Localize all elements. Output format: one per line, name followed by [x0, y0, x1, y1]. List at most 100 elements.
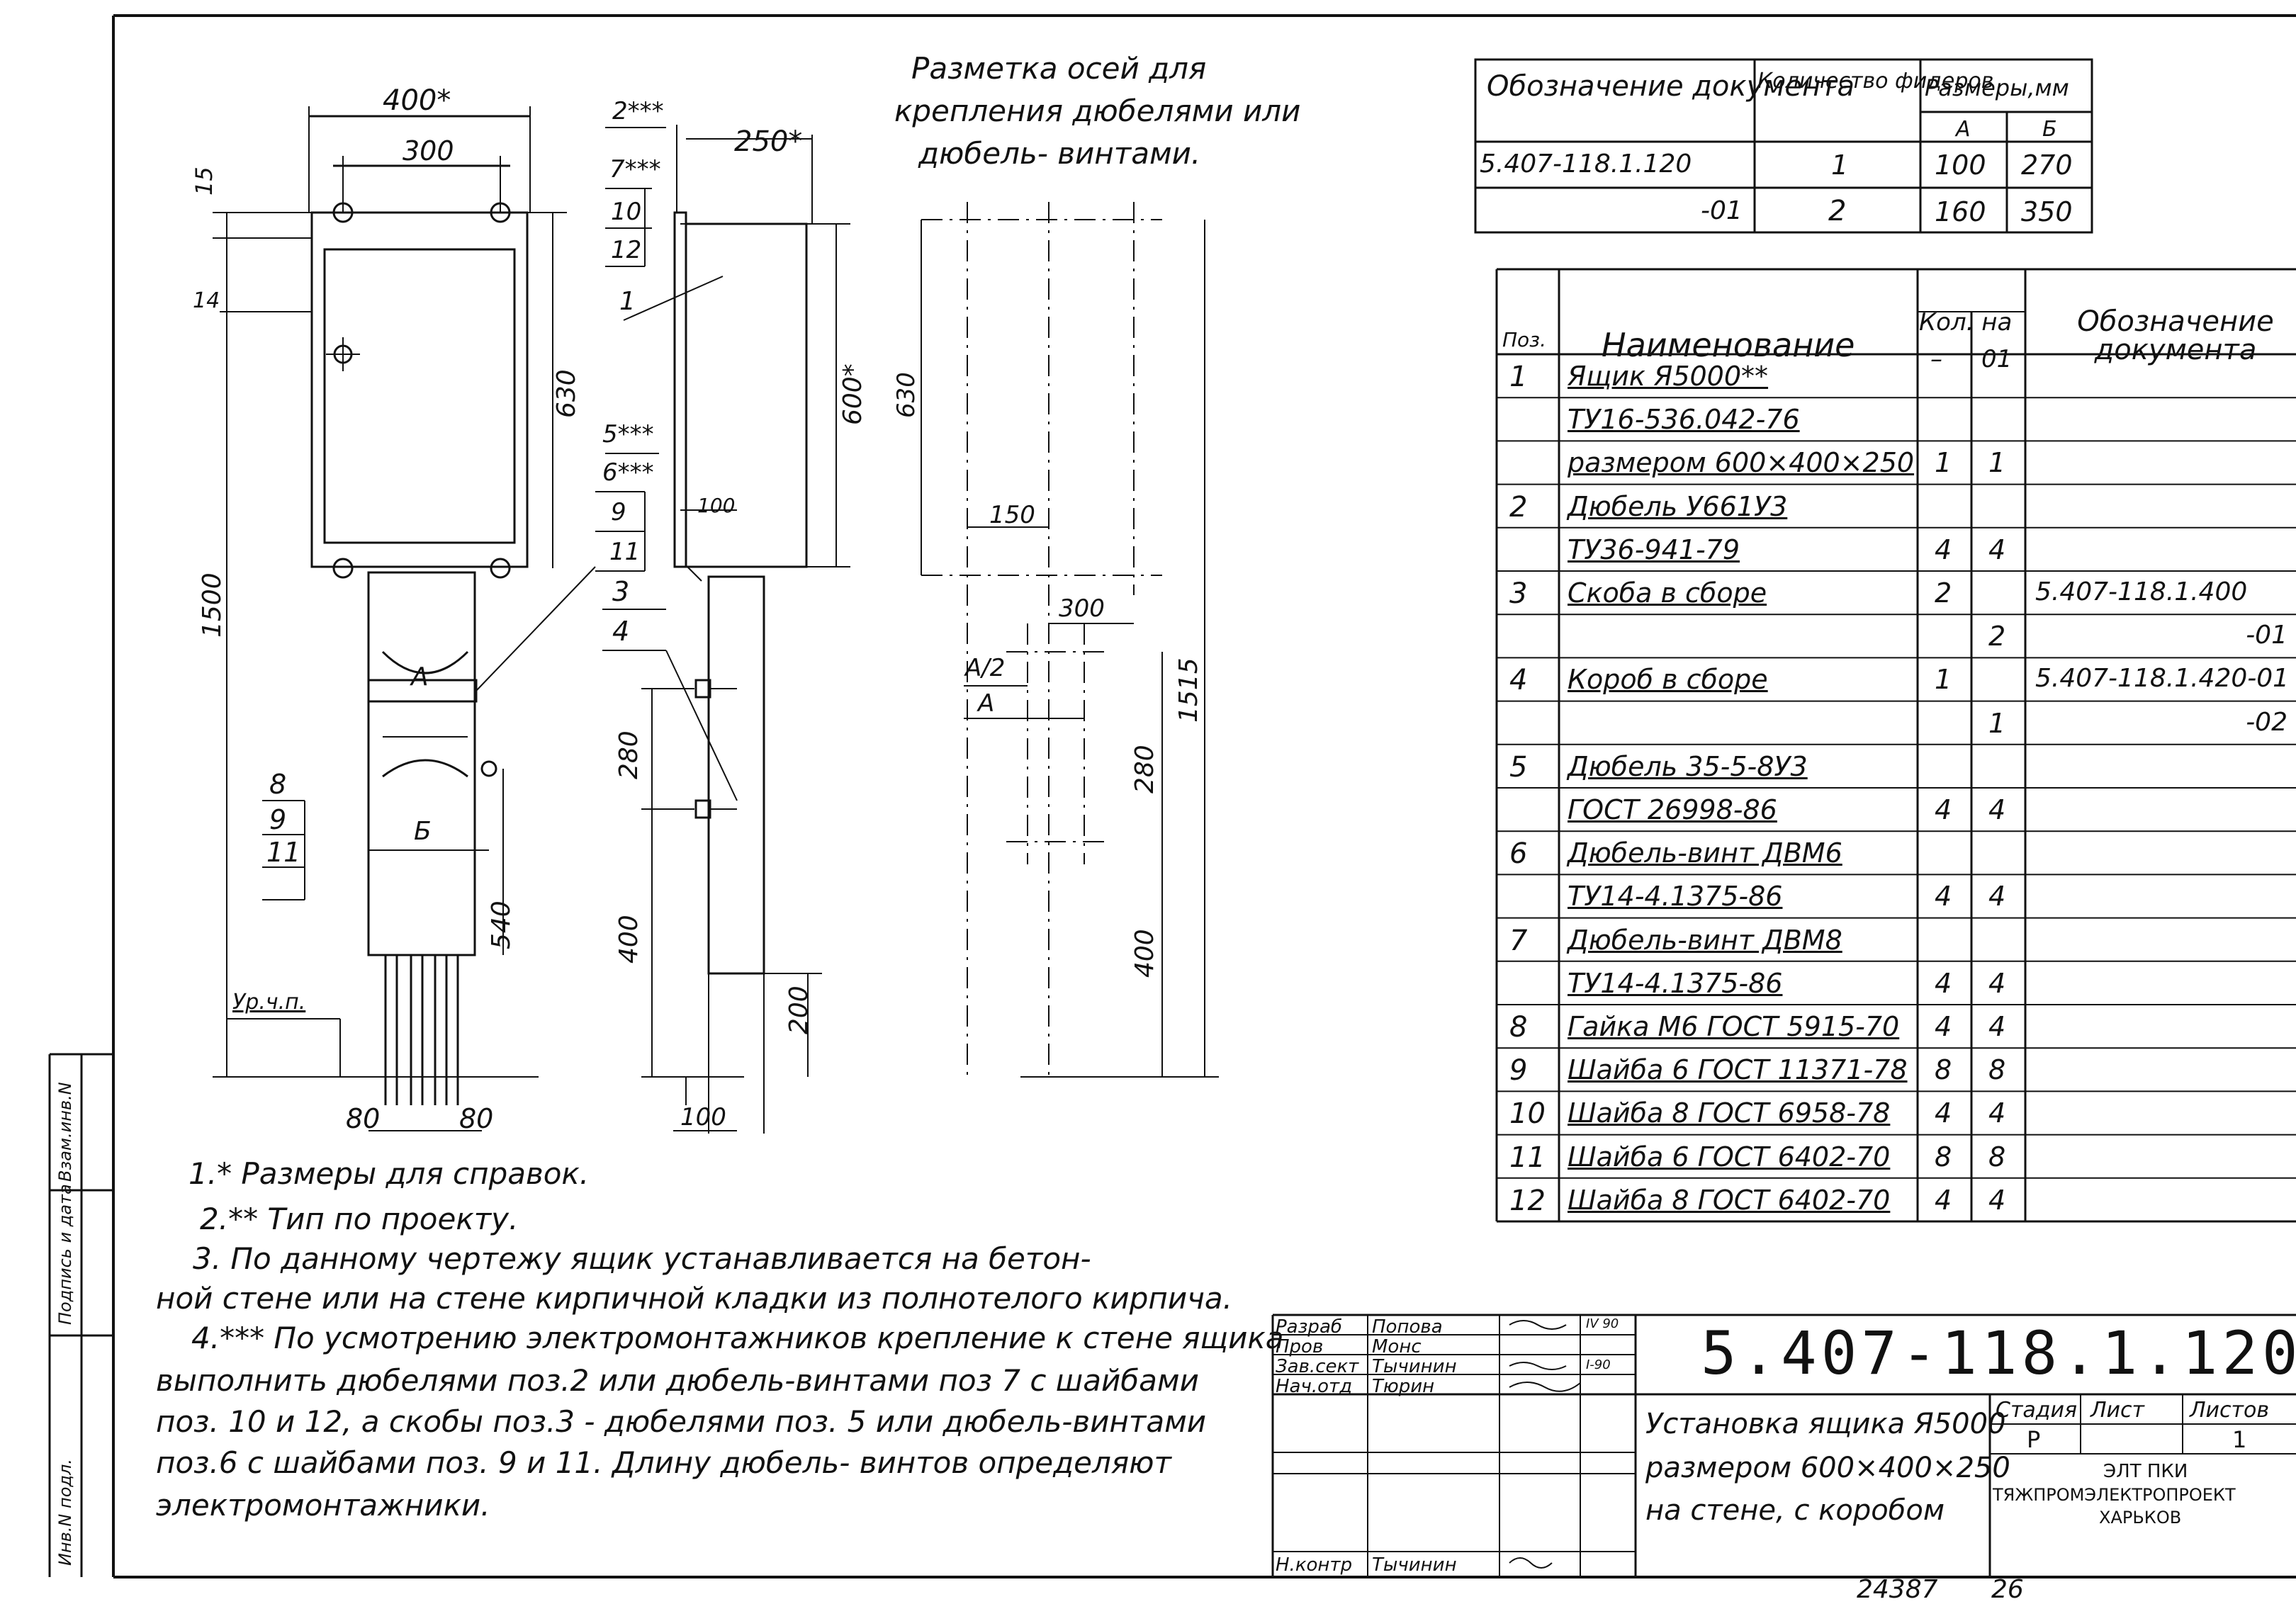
callout-item-3: 3 [612, 576, 630, 607]
variants-row2-doc: -01 [1701, 196, 1743, 225]
dim-duct-offset: 100 [697, 494, 736, 517]
dim-duct-280: 280 [614, 730, 643, 779]
date-2: I-90 [1586, 1357, 1611, 1372]
variants-row1-b: 270 [2021, 149, 2073, 181]
spec-q2-12: 4 [1988, 881, 2006, 913]
axes-title-2: крепления дюбелями или [894, 94, 1301, 128]
org-line-3: ХАРЬКОВ [2099, 1508, 2182, 1527]
callout-left-2: 9 [269, 804, 287, 835]
spec-header-pos: Поз. [1502, 328, 1546, 351]
callout-left-1: 8 [269, 769, 287, 800]
note-line-0: 1.* Размеры для справок. [188, 1156, 590, 1191]
spec-q1-14: 4 [1935, 967, 1952, 999]
variants-row2-b: 350 [2021, 196, 2073, 227]
variants-sub-b: Б [2042, 117, 2057, 142]
axes-w300: 300 [1059, 594, 1105, 623]
spec-name-5: Скоба в сборе [1568, 577, 1767, 609]
callout-left-3: 11 [266, 837, 301, 868]
spec-q1-2: 1 [1935, 447, 1952, 479]
axes-h400: 400 [1130, 929, 1159, 978]
axes-a: A [978, 689, 995, 718]
dim-height-duct: 540 [487, 900, 516, 949]
spec-pos-0: 1 [1509, 361, 1528, 393]
spec-name-9: Дюбель 35-5-8У3 [1568, 750, 1808, 782]
variants-row2-a: 160 [1935, 196, 1986, 227]
spec-pos-15: 8 [1509, 1011, 1528, 1044]
note-line-7: поз.6 с шайбами поз. 9 и 11. Длину дюбел… [156, 1445, 1171, 1480]
spec-name-2: размером 600×400×250 [1568, 447, 1915, 479]
spec-header-qty-a: – [1930, 345, 1942, 373]
spec-q1-19: 4 [1935, 1184, 1952, 1216]
note-line-1: 2.** Тип по проекту. [200, 1202, 519, 1236]
spec-name-0: Ящик Я5000** [1568, 361, 1769, 392]
floor-level-label: Ур.ч.п. [232, 990, 306, 1015]
spec-name-17: Шайба 8 ГОСТ 6958-78 [1568, 1097, 1891, 1129]
org-line-1: ЭЛТ ПКИ [2103, 1461, 2188, 1482]
tb-role-4: Н.контр [1276, 1554, 1353, 1576]
spec-doc-6: -01 [2246, 621, 2287, 650]
dim-width-holes: 300 [403, 135, 454, 166]
document-code: 5.407-118.1.120 [1701, 1318, 2296, 1388]
variants-header-feeders: Количество фидеров [1757, 69, 1994, 94]
spec-q1-16: 8 [1935, 1054, 1952, 1086]
axes-h1515: 1515 [1174, 657, 1203, 723]
note-line-8: электромонтажники. [156, 1488, 490, 1523]
note-line-6: поз. 10 и 12, а скобы поз.3 - дюбелями п… [156, 1404, 1207, 1439]
tb-role-2: Зав.сект [1276, 1356, 1359, 1377]
spec-pos-5: 3 [1509, 577, 1528, 610]
spec-header-qty-b: 01 [1981, 345, 2013, 373]
tb-role-0: Разраб [1276, 1316, 1342, 1338]
dim-a: A [411, 662, 429, 691]
sheets-label: Листов [2190, 1398, 2270, 1423]
spec-header-doc: Обозначение документа [2077, 305, 2274, 366]
callout-item-1: 1 [619, 287, 636, 316]
dim-height-box: 630 [552, 369, 581, 418]
sheet-label: Лист [2090, 1398, 2145, 1423]
org-line-2: ТЯЖПРОМЭЛЕКТРОПРОЕКТ [1993, 1485, 2236, 1505]
dim-duct-200: 200 [784, 985, 814, 1034]
callout-top-2: 7*** [609, 155, 661, 183]
spec-name-10: ГОСТ 26998-86 [1568, 794, 1777, 825]
variants-row1-a: 100 [1935, 149, 1986, 181]
variants-row1-feeders: 1 [1831, 149, 1849, 181]
spec-q2-10: 4 [1988, 794, 2006, 825]
spec-pos-17: 10 [1509, 1097, 1546, 1131]
tb-name-1: Монс [1372, 1336, 1422, 1357]
spec-q2-2: 1 [1988, 447, 2006, 479]
title-line-1: Установка ящика Я5000 [1645, 1408, 2006, 1440]
variants-row2-feeders: 2 [1828, 195, 1847, 227]
spec-name-3: Дюбель У661У3 [1568, 490, 1788, 522]
spec-pos-16: 9 [1509, 1054, 1528, 1088]
axes-title-1: Разметка осей для [911, 51, 1207, 86]
spec-q1-15: 4 [1935, 1011, 1952, 1042]
dim-height-total: 1500 [198, 572, 227, 638]
dim-pitch-right: 80 [459, 1103, 494, 1134]
spec-q2-4: 4 [1988, 533, 2006, 565]
spec-q1-4: 4 [1935, 533, 1952, 565]
spec-pos-9: 5 [1509, 750, 1528, 784]
spec-q2-16: 8 [1988, 1054, 2006, 1086]
spec-q1-17: 4 [1935, 1097, 1952, 1129]
tb-name-3: Тюрин [1372, 1376, 1435, 1397]
note-line-5: выполнить дюбелями поз.2 или дюбель-винт… [156, 1363, 1199, 1398]
spec-name-7: Короб в сборе [1568, 664, 1768, 696]
title-line-2: размером 600×400×250 [1645, 1452, 2010, 1484]
spec-header-qty: Кол. на [1919, 308, 2013, 337]
spec-q2-6: 2 [1988, 621, 2006, 653]
sheets-value: 1 [2232, 1426, 2247, 1453]
archive-number: 24387 [1857, 1575, 1938, 1604]
spec-table-grid [1495, 268, 2296, 1223]
stamp-inv: Инв.N подл. [55, 1459, 75, 1566]
axes-title-3: дюбель- винтами. [918, 136, 1201, 171]
dim-b: Б [414, 817, 432, 846]
spec-q2-15: 4 [1988, 1011, 2006, 1042]
axes-h630: 630 [892, 372, 921, 418]
spec-pos-7: 4 [1509, 664, 1528, 697]
spec-name-16: Шайба 6 ГОСТ 11371-78 [1568, 1054, 1908, 1086]
callout-mid-1: 5*** [602, 420, 654, 448]
spec-pos-19: 12 [1509, 1184, 1546, 1217]
spec-name-13: Дюбель-винт ДВМ8 [1568, 924, 1842, 956]
spec-pos-13: 7 [1509, 924, 1528, 957]
callout-top-1: 2*** [612, 97, 664, 125]
